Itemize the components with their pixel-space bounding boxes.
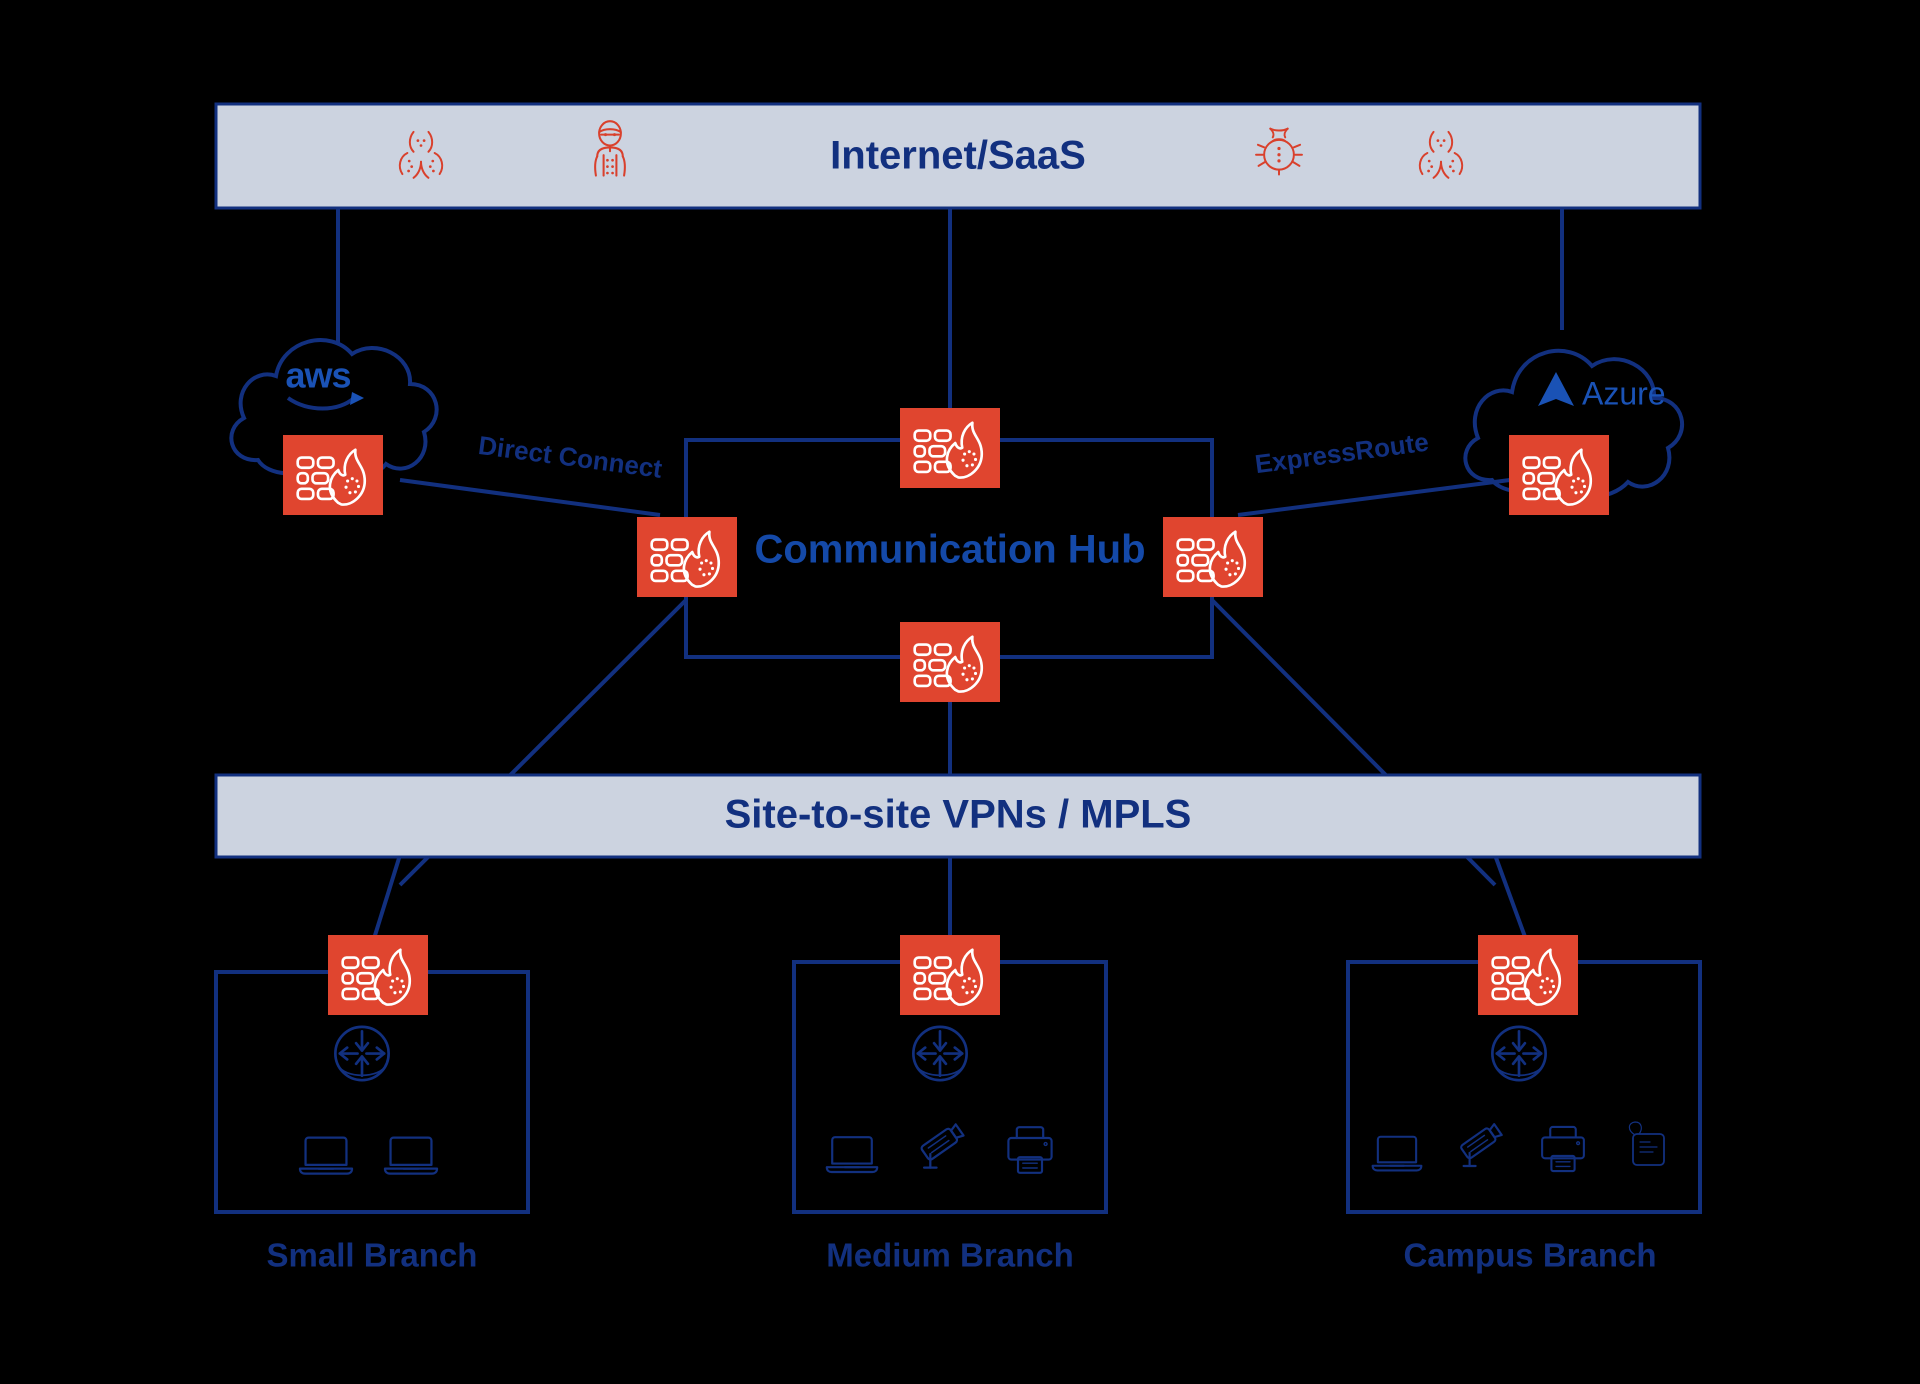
firewall-azure[interactable]	[1509, 435, 1609, 515]
vpn-band-rect	[214, 773, 1702, 859]
aws-smile-icon	[286, 396, 356, 411]
firewall-campus-branch[interactable]	[1478, 935, 1578, 1015]
wire-direct-connect	[399, 478, 661, 517]
aws-wordmark: aws	[285, 355, 350, 396]
direct-connect-label: Direct Connect	[477, 430, 665, 484]
aws-cloud: aws	[229, 338, 439, 481]
medium-branch-group: Medium Branch	[792, 960, 1108, 1274]
firewall-aws[interactable]	[283, 435, 383, 515]
router-icon	[334, 1025, 390, 1082]
printer-icon	[1007, 1126, 1053, 1174]
internet-band: Internet/SaaS	[214, 102, 1702, 210]
communication-hub-label: Communication Hub	[754, 528, 1145, 572]
medium-branch-label: Medium Branch	[826, 1237, 1074, 1274]
vpn-band-label: Site-to-site VPNs / MPLS	[725, 793, 1192, 837]
firewall-small-branch[interactable]	[328, 935, 428, 1015]
wire-vpn-to-campus-branch-fw	[1493, 854, 1530, 946]
router-icon	[912, 1025, 968, 1082]
campus-branch-group: Campus Branch	[1346, 960, 1702, 1274]
internet-band-label: Internet/SaaS	[830, 134, 1086, 178]
badge-reader-icon	[1628, 1121, 1665, 1166]
wire-vpn-to-small-branch-fw	[370, 854, 402, 946]
vpn-band: Site-to-site VPNs / MPLS	[214, 773, 1702, 859]
cctv-camera-icon	[1458, 1122, 1504, 1168]
firewall-hub-left[interactable]	[637, 517, 737, 597]
router-icon	[1491, 1025, 1547, 1082]
printer-icon	[1541, 1125, 1585, 1173]
firewall-medium-branch[interactable]	[900, 935, 1000, 1015]
laptop-icon	[825, 1136, 879, 1174]
firewall-hub-bottom[interactable]	[900, 622, 1000, 702]
small-branch-label: Small Branch	[267, 1237, 478, 1274]
internet-band-rect	[214, 102, 1702, 210]
firewall-hub-top[interactable]	[900, 408, 1000, 488]
express-route-label: ExpressRoute	[1253, 427, 1430, 480]
azure-logo-icon	[1538, 372, 1574, 406]
aws-arrow-head-icon	[350, 392, 364, 405]
laptop-icon	[1371, 1135, 1423, 1172]
cctv-camera-icon	[919, 1122, 966, 1169]
laptop-icon	[298, 1136, 354, 1175]
azure-wordmark: Azure	[1582, 375, 1666, 411]
laptop-icon	[383, 1136, 439, 1175]
small-branch-group: Small Branch	[214, 970, 530, 1274]
wire-express-route	[1237, 478, 1511, 517]
campus-branch-label: Campus Branch	[1403, 1237, 1656, 1274]
firewall-hub-right[interactable]	[1163, 517, 1263, 597]
